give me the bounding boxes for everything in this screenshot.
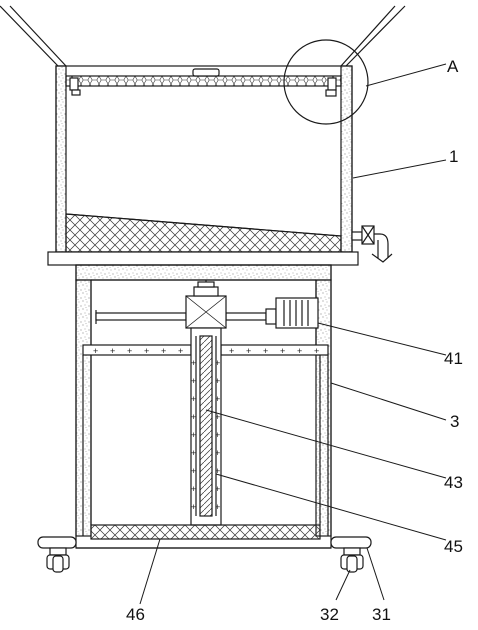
svg-text:+: + [191,412,196,422]
svg-text:+: + [297,346,302,356]
svg-text:+: + [215,466,220,476]
label-caster-wheel: 32 [320,605,339,624]
lead-screw [190,327,222,526]
svg-text:+: + [191,502,196,512]
label-detail-a: A [447,57,459,76]
svg-text:+: + [191,484,196,494]
caster-right [340,547,364,573]
label-guide-rod: 45 [444,537,463,556]
svg-text:+: + [263,346,268,356]
label-bottom-mesh: 46 [126,605,145,624]
svg-text:+: + [191,358,196,368]
svg-text:+: + [215,358,220,368]
outlet-valve [351,225,393,263]
svg-text:+: + [191,448,196,458]
svg-text:+: + [215,412,220,422]
caster-left [46,547,70,573]
svg-text:+: + [229,346,234,356]
svg-text:+: + [314,346,319,356]
label-gear-motor: 41 [444,349,463,368]
svg-text:+: + [215,502,220,512]
label-frame: 3 [450,412,459,431]
tank-body [55,65,353,253]
svg-text:+: + [110,346,115,356]
hopper-funnel [0,5,406,67]
deck-plate [47,251,359,266]
crossbar-marks: + + + + + + + + + + + + + + + + + + + + + + + + + + + + + + [93,346,319,512]
detail-circle-a [283,39,369,125]
svg-text:+: + [191,394,196,404]
leader-lines [139,63,447,605]
svg-text:+: + [127,346,132,356]
svg-text:+: + [280,346,285,356]
svg-text:+: + [215,448,220,458]
foot-plate-right [330,536,372,549]
filter-screen [65,68,342,97]
svg-text:+: + [93,346,98,356]
svg-text:+: + [161,346,166,356]
svg-text:+: + [215,394,220,404]
svg-text:+: + [215,484,220,494]
label-hopper-box: 1 [449,147,458,166]
drive-assembly [95,280,319,329]
svg-text:+: + [178,346,183,356]
foot-plate-left [37,536,77,549]
svg-text:+: + [215,376,220,386]
svg-text:+: + [191,430,196,440]
svg-text:+: + [215,430,220,440]
svg-text:+: + [144,346,149,356]
label-foot-plate: 31 [372,605,391,624]
svg-text:+: + [246,346,251,356]
bottom-mesh [76,524,331,549]
svg-text:+: + [191,376,196,386]
svg-text:+: + [191,466,196,476]
label-lead-screw: 43 [444,473,463,492]
